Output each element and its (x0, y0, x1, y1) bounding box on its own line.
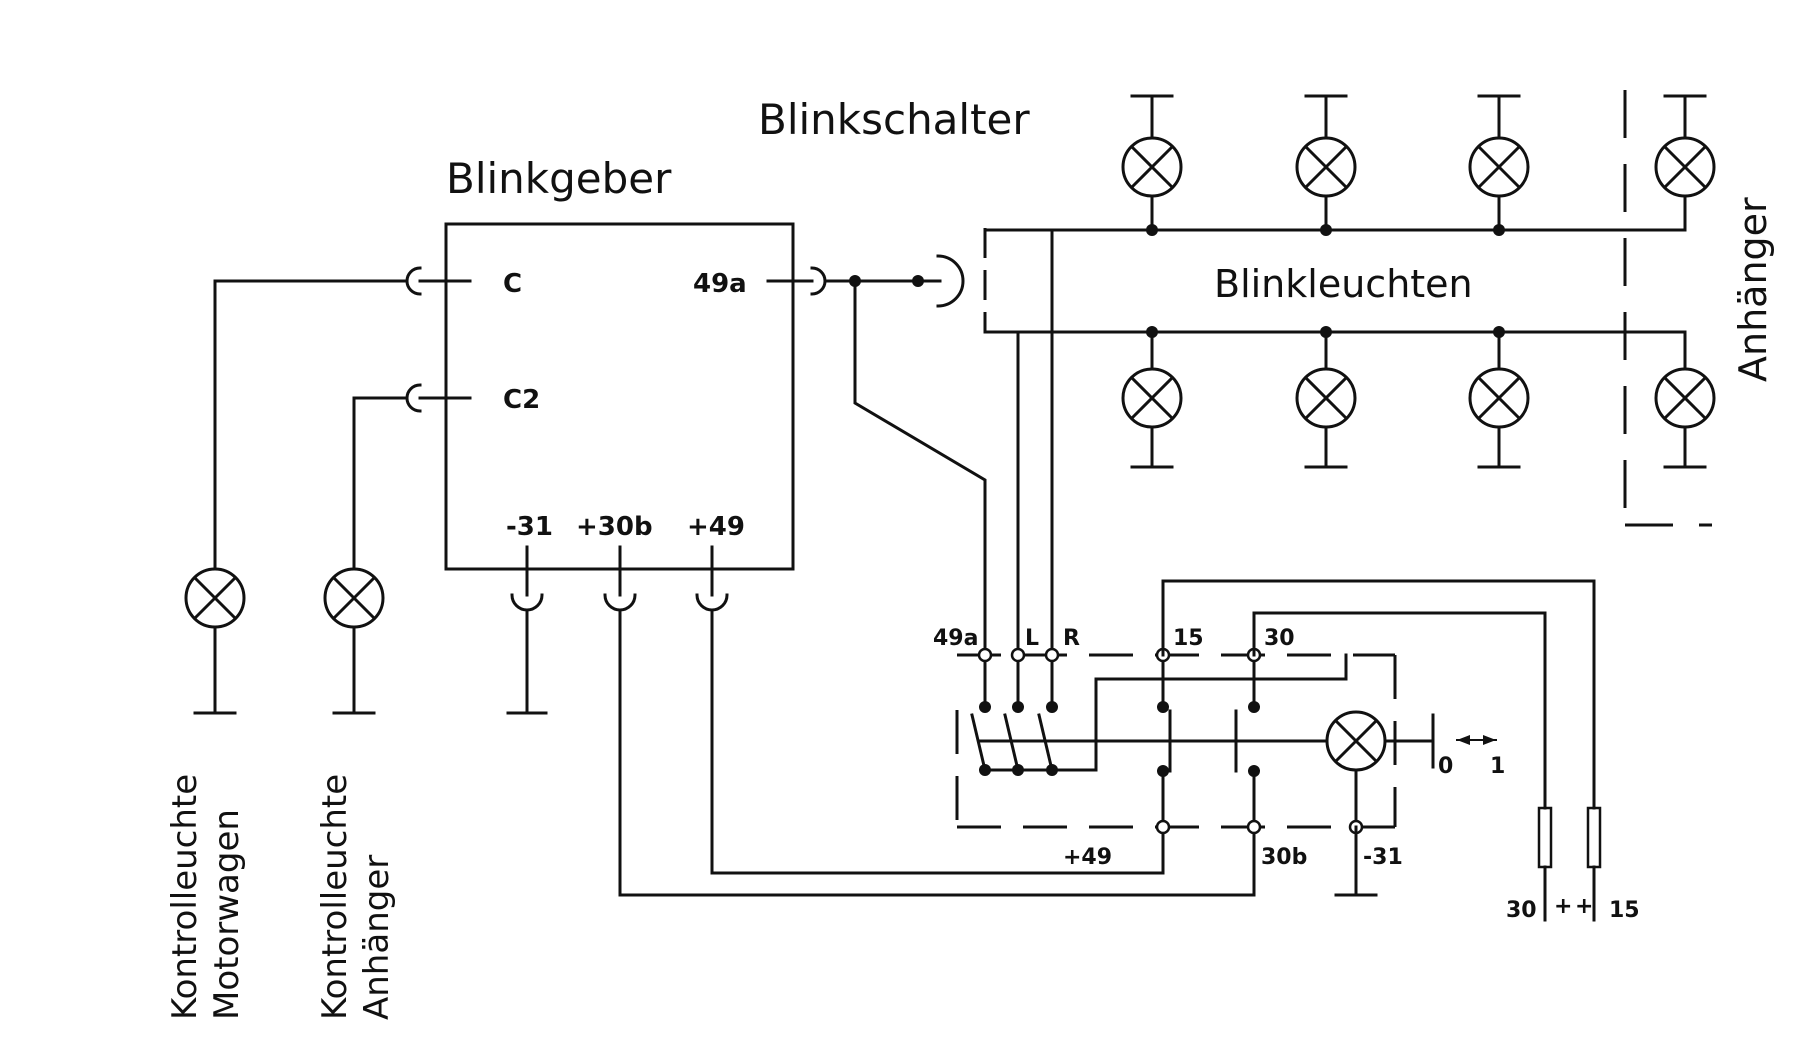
fuse-30-label: 30 (1506, 898, 1537, 923)
terminal-49a-label: 49a (693, 269, 747, 299)
terminal-c-label: C (503, 269, 522, 299)
switch-l-label: L (1025, 626, 1039, 651)
wire-15-30-supply (1161, 579, 1596, 922)
switch-m31-label: -31 (1363, 845, 1403, 870)
wire-49a (766, 254, 987, 657)
lamp-top-trailer-icon (1654, 94, 1716, 232)
fuse-15-label: 15 (1609, 898, 1640, 923)
switch-ground (1334, 825, 1378, 897)
lamp-bottom-3-icon (1468, 326, 1530, 469)
terminal-c2-label: C2 (503, 385, 540, 415)
switch-indicator-lamp-icon (1325, 710, 1387, 772)
kontroll-anh-lamp-icon (323, 567, 385, 715)
lamp-bottom-1-icon (1121, 326, 1183, 469)
kontroll-motor-lamp-icon (184, 567, 246, 715)
kontroll-anh-label-1: Kontrolleuchte (315, 774, 355, 1020)
blinkleuchten-title: Blinkleuchten (1214, 262, 1473, 306)
fuse-plus-1-label: + (1554, 894, 1572, 919)
wire-c (213, 266, 472, 571)
lamp-top-3-icon (1468, 94, 1530, 236)
terminal-m31-label: -31 (506, 512, 553, 542)
lamp-bottom-trailer-icon (1654, 330, 1716, 469)
lamp-top-2-icon (1295, 94, 1357, 236)
lamp-top-1-icon (1121, 94, 1183, 236)
kontroll-anh-label-2: Anhänger (357, 855, 397, 1020)
wire-p30b (603, 545, 1256, 897)
fuse-15-icon (1586, 806, 1602, 869)
terminal-p49-label: +49 (687, 512, 745, 542)
switch-pos0-label: 0 (1438, 754, 1453, 779)
upper-lamps (1121, 94, 1716, 236)
fuse-30-icon (1537, 806, 1553, 869)
switch-49a-label: 49a (933, 626, 978, 651)
lamp-bottom-2-icon (1295, 326, 1357, 469)
switch-p49-label: +49 (1063, 845, 1112, 870)
lower-lamps (1121, 326, 1716, 469)
switch-15-label: 15 (1173, 626, 1204, 651)
terminal-p30b-label: +30b (576, 512, 653, 542)
fuse-plus-2-label: + (1575, 894, 1593, 919)
wire-p49 (695, 545, 1165, 875)
switch-pos1-label: 1 (1490, 754, 1505, 779)
blinkschalter-unit (955, 653, 1497, 829)
blinkleuchten-bus (983, 90, 1712, 657)
wire-c2 (352, 383, 472, 571)
switch-30b-label: 30b (1261, 845, 1307, 870)
kontroll-motor-label-1: Kontrolleuchte (165, 774, 205, 1020)
switch-r-label: R (1063, 626, 1080, 651)
switch-30-label: 30 (1264, 626, 1295, 651)
kontroll-motor-label-2: Motorwagen (207, 809, 247, 1020)
anhaenger-side-label: Anhänger (1731, 197, 1775, 382)
blinkschalter-title: Blinkschalter (758, 95, 1030, 144)
wire-m31-ground (506, 545, 548, 715)
blinkgeber-title: Blinkgeber (446, 154, 672, 203)
